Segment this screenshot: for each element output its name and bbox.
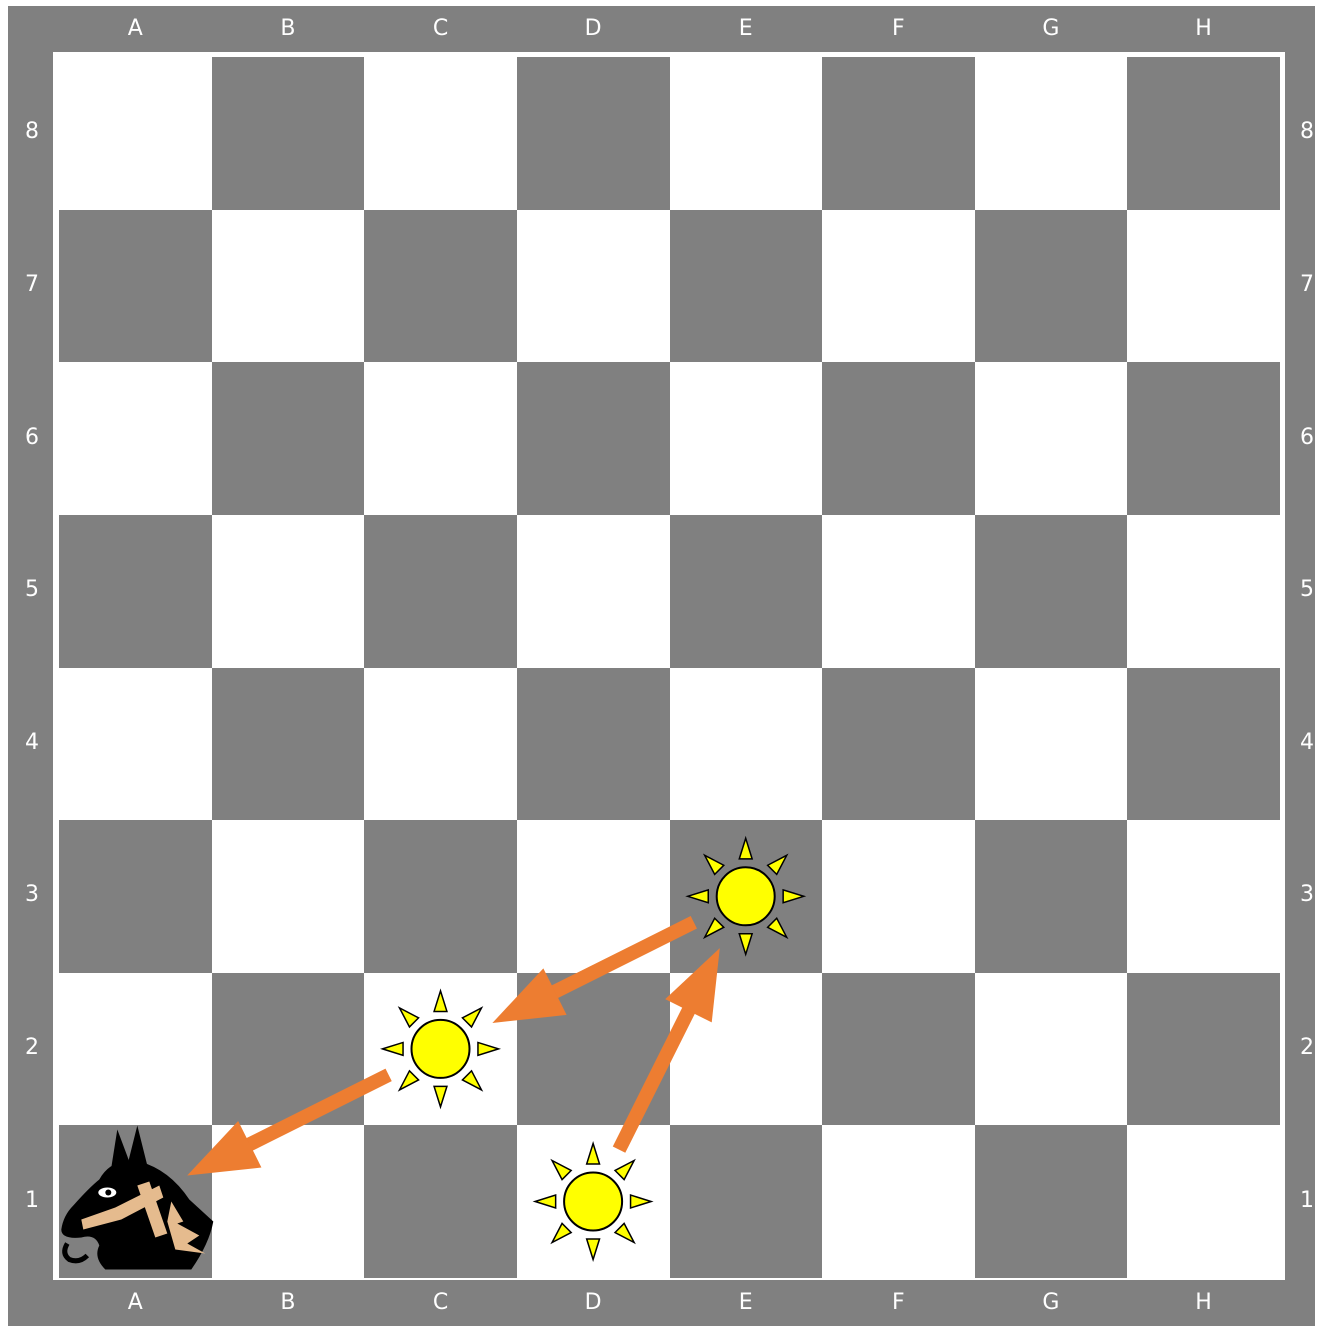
square-h7[interactable] — [1127, 210, 1280, 363]
square-c4[interactable] — [364, 668, 517, 821]
square-a7[interactable] — [59, 210, 212, 363]
file-label-bottom: C — [421, 1292, 461, 1314]
file-label-top: H — [1184, 18, 1224, 40]
square-e5[interactable] — [670, 515, 823, 668]
square-b4[interactable] — [212, 668, 365, 821]
square-c1[interactable] — [364, 1125, 517, 1278]
square-h2[interactable] — [1127, 973, 1280, 1126]
square-g7[interactable] — [975, 210, 1128, 363]
sun-icon[interactable] — [383, 991, 499, 1107]
square-c8[interactable] — [364, 57, 517, 210]
square-e1[interactable] — [670, 1125, 823, 1278]
rank-label-right: 3 — [1297, 884, 1317, 908]
rank-label-left: 3 — [22, 884, 42, 908]
square-b5[interactable] — [212, 515, 365, 668]
file-label-top: E — [726, 18, 766, 40]
square-a8[interactable] — [59, 57, 212, 210]
square-d4[interactable] — [517, 668, 670, 821]
square-b2[interactable] — [212, 973, 365, 1126]
sun-icon[interactable] — [535, 1144, 651, 1260]
square-a6[interactable] — [59, 362, 212, 515]
square-e8[interactable] — [670, 57, 823, 210]
square-b1[interactable] — [212, 1125, 365, 1278]
file-label-bottom: E — [726, 1292, 766, 1314]
square-a4[interactable] — [59, 668, 212, 821]
rank-label-right: 6 — [1297, 427, 1317, 451]
rank-label-left: 2 — [22, 1037, 42, 1061]
square-f1[interactable] — [822, 1125, 975, 1278]
file-label-top: A — [115, 18, 155, 40]
file-label-bottom: D — [573, 1292, 613, 1314]
knight-pupil — [105, 1190, 111, 1196]
square-c5[interactable] — [364, 515, 517, 668]
square-g6[interactable] — [975, 362, 1128, 515]
square-d3[interactable] — [517, 820, 670, 973]
rank-label-right: 2 — [1297, 1037, 1317, 1061]
square-g5[interactable] — [975, 515, 1128, 668]
square-c3[interactable] — [364, 820, 517, 973]
square-e7[interactable] — [670, 210, 823, 363]
rank-label-left: 7 — [22, 274, 42, 298]
rank-label-left: 8 — [22, 121, 42, 145]
file-label-bottom: F — [878, 1292, 918, 1314]
square-g4[interactable] — [975, 668, 1128, 821]
file-label-top: F — [878, 18, 918, 40]
square-b8[interactable] — [212, 57, 365, 210]
rank-label-left: 4 — [22, 732, 42, 756]
square-g8[interactable] — [975, 57, 1128, 210]
square-h6[interactable] — [1127, 362, 1280, 515]
square-d2[interactable] — [517, 973, 670, 1126]
square-d7[interactable] — [517, 210, 670, 363]
square-f4[interactable] — [822, 668, 975, 821]
square-e6[interactable] — [670, 362, 823, 515]
file-label-bottom: H — [1184, 1292, 1224, 1314]
square-c7[interactable] — [364, 210, 517, 363]
square-b3[interactable] — [212, 820, 365, 973]
square-f2[interactable] — [822, 973, 975, 1126]
file-label-bottom: G — [1031, 1292, 1071, 1314]
file-label-top: G — [1031, 18, 1071, 40]
square-a3[interactable] — [59, 820, 212, 973]
square-a5[interactable] — [59, 515, 212, 668]
square-h5[interactable] — [1127, 515, 1280, 668]
square-b6[interactable] — [212, 362, 365, 515]
square-h8[interactable] — [1127, 57, 1280, 210]
square-f7[interactable] — [822, 210, 975, 363]
rank-label-left: 1 — [22, 1190, 42, 1214]
square-c6[interactable] — [364, 362, 517, 515]
rank-label-right: 8 — [1297, 121, 1317, 145]
rank-label-right: 7 — [1297, 274, 1317, 298]
sun-icon[interactable] — [688, 838, 804, 954]
square-d6[interactable] — [517, 362, 670, 515]
square-a2[interactable] — [59, 973, 212, 1126]
square-g2[interactable] — [975, 973, 1128, 1126]
rank-label-right: 1 — [1297, 1190, 1317, 1214]
rank-label-left: 5 — [22, 579, 42, 603]
square-d5[interactable] — [517, 515, 670, 668]
file-label-top: C — [421, 18, 461, 40]
chessboard — [59, 57, 1280, 1278]
square-h4[interactable] — [1127, 668, 1280, 821]
square-d8[interactable] — [517, 57, 670, 210]
square-h3[interactable] — [1127, 820, 1280, 973]
file-label-bottom: A — [115, 1292, 155, 1314]
square-b7[interactable] — [212, 210, 365, 363]
square-h1[interactable] — [1127, 1125, 1280, 1278]
square-g1[interactable] — [975, 1125, 1128, 1278]
rank-label-right: 5 — [1297, 579, 1317, 603]
square-f3[interactable] — [822, 820, 975, 973]
rank-label-right: 4 — [1297, 732, 1317, 756]
file-label-top: B — [268, 18, 308, 40]
square-f5[interactable] — [822, 515, 975, 668]
file-label-top: D — [573, 18, 613, 40]
square-g3[interactable] — [975, 820, 1128, 973]
rank-label-left: 6 — [22, 427, 42, 451]
file-label-bottom: B — [268, 1292, 308, 1314]
square-f6[interactable] — [822, 362, 975, 515]
square-e4[interactable] — [670, 668, 823, 821]
square-f8[interactable] — [822, 57, 975, 210]
square-e2[interactable] — [670, 973, 823, 1126]
